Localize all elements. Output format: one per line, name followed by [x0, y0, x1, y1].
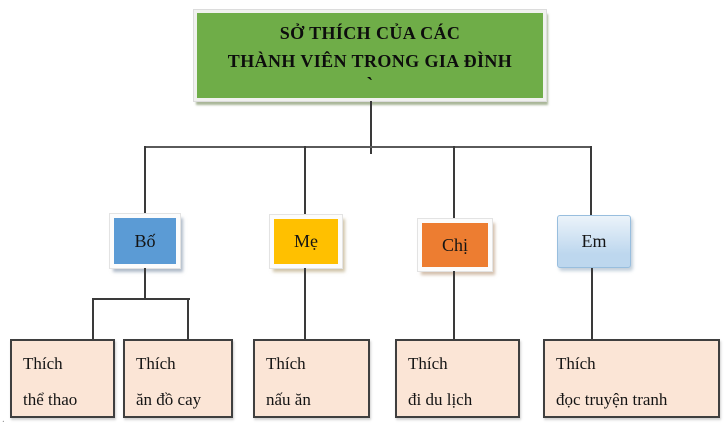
connector-drop-hobby-3 — [304, 268, 306, 339]
member-box-bo: Bố — [110, 214, 180, 268]
hobby-line-1: Thích — [408, 354, 448, 373]
title-line-2: THÀNH VIÊN TRONG GIA ĐÌNH — [227, 51, 513, 71]
stray-mark: . — [2, 413, 5, 425]
connector-drop-me — [304, 146, 306, 215]
member-label-chi: Chị — [441, 234, 468, 255]
hobby-box-the-thao: Thích thể thao — [10, 339, 115, 418]
connector-drop-hobby-4 — [453, 271, 455, 339]
connector-drop-hobby-1 — [92, 298, 94, 339]
hobby-line-2: đọc truyện tranh — [556, 390, 668, 409]
hobby-line-2: đi du lịch — [408, 390, 473, 409]
connector-drop-chi — [453, 146, 455, 219]
member-label-em: Em — [581, 231, 607, 251]
member-label-bo: Bố — [134, 230, 156, 251]
member-box-me: Mẹ — [270, 215, 342, 268]
hobby-line-2: nấu ăn — [266, 390, 311, 409]
title-accent-mark: ` — [366, 74, 374, 96]
connector-drop-bo — [144, 146, 146, 214]
title-box: SỞ THÍCH CỦA CÁC THÀNH VIÊN TRONG GIA ĐÌ… — [194, 10, 546, 101]
hobby-box-an-do-cay: Thích ăn đồ cay — [123, 339, 233, 418]
member-box-em: Em — [557, 215, 631, 268]
connector-title-stem — [370, 101, 372, 154]
member-label-me: Mẹ — [294, 231, 318, 251]
hobby-line-2: thể thao — [23, 390, 78, 409]
connector-drop-hobby-2 — [187, 298, 189, 339]
hobby-line-1: Thích — [23, 354, 63, 373]
hobby-line-1: Thích — [136, 354, 176, 373]
connector-drop-hobby-5 — [591, 268, 593, 339]
hobby-line-2: ăn đồ cay — [136, 390, 202, 409]
connector-bo-stem — [144, 268, 146, 300]
hobby-line-1: Thích — [266, 354, 306, 373]
connector-bo-branch-bar — [92, 298, 190, 300]
hobby-box-di-du-lich: Thích đi du lịch — [395, 339, 520, 418]
connector-drop-em — [590, 146, 592, 215]
connector-main-bar — [144, 146, 592, 148]
member-box-chi: Chị — [418, 219, 492, 271]
hobby-box-doc-truyen-tranh: Thích đọc truyện tranh — [543, 339, 720, 418]
title-line-1: SỞ THÍCH CỦA CÁC — [279, 23, 461, 43]
hobby-box-nau-an: Thích nấu ăn — [253, 339, 370, 418]
hobby-line-1: Thích — [556, 354, 596, 373]
